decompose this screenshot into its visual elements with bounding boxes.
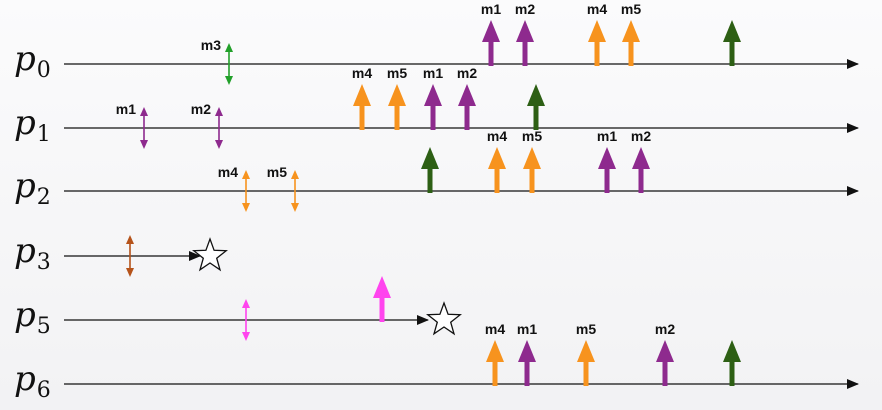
message-label: m2 [631, 128, 651, 144]
send-event-arrow [242, 299, 250, 341]
deliver-event-arrow [527, 84, 545, 130]
message-label: m3 [201, 37, 221, 53]
deliver-event-arrow: m2 [515, 1, 535, 66]
crash-star-icon [192, 237, 228, 272]
deliver-event-arrow: m5 [522, 128, 542, 193]
message-label: m4 [218, 164, 238, 180]
deliver-event-arrow: m1 [423, 65, 443, 130]
message-label: m1 [481, 1, 501, 17]
message-label: m5 [522, 128, 542, 144]
deliver-event-arrow: m1 [481, 1, 501, 66]
message-label: m1 [517, 321, 537, 337]
deliver-event-arrow: m4 [485, 321, 505, 386]
deliver-event-arrow: m5 [387, 65, 407, 130]
deliver-event-arrow: m1 [597, 128, 617, 193]
deliver-event-arrow: m4 [587, 1, 607, 66]
message-label: m5 [621, 1, 641, 17]
deliver-event-arrow: m1 [517, 321, 537, 386]
message-label: m2 [457, 65, 477, 81]
message-label: m2 [655, 321, 675, 337]
deliver-event-arrow: m4 [487, 128, 507, 193]
deliver-event-arrow [373, 276, 391, 322]
deliver-event-arrow [723, 20, 741, 66]
send-event-arrow: m5 [267, 164, 299, 212]
send-event-arrow: m2 [191, 101, 223, 149]
process-label-p1: p1 [14, 103, 51, 147]
send-event-arrow: m3 [201, 37, 233, 85]
message-label: m5 [387, 65, 407, 81]
deliver-event-arrow: m5 [621, 1, 641, 66]
message-label: m1 [116, 101, 136, 117]
deliver-event-arrow [421, 147, 439, 193]
process-label-p5: p5 [14, 295, 51, 339]
message-label: m5 [267, 164, 287, 180]
deliver-event-arrow: m4 [352, 65, 372, 130]
message-label: m4 [587, 1, 607, 17]
message-label: m2 [191, 101, 211, 117]
message-label: m1 [597, 128, 617, 144]
deliver-event-arrow: m2 [457, 65, 477, 130]
crash-star-icon [426, 301, 462, 336]
deliver-event-arrow: m5 [576, 321, 596, 386]
process-label-p6: p6 [14, 359, 51, 403]
deliver-event-arrow [723, 340, 741, 386]
deliver-event-arrow: m2 [655, 321, 675, 386]
process-label-p2: p2 [14, 166, 51, 210]
message-label: m1 [423, 65, 443, 81]
process-label-p3: p3 [14, 231, 51, 275]
send-event-arrow: m4 [218, 164, 250, 212]
process-label-p0: p0 [14, 39, 51, 83]
message-label: m5 [576, 321, 596, 337]
message-label: m4 [487, 128, 507, 144]
send-event-arrow [126, 235, 134, 277]
message-label: m4 [352, 65, 372, 81]
deliver-event-arrow: m2 [631, 128, 651, 193]
message-label: m4 [485, 321, 505, 337]
send-event-arrow: m1 [116, 101, 148, 149]
message-label: m2 [515, 1, 535, 17]
